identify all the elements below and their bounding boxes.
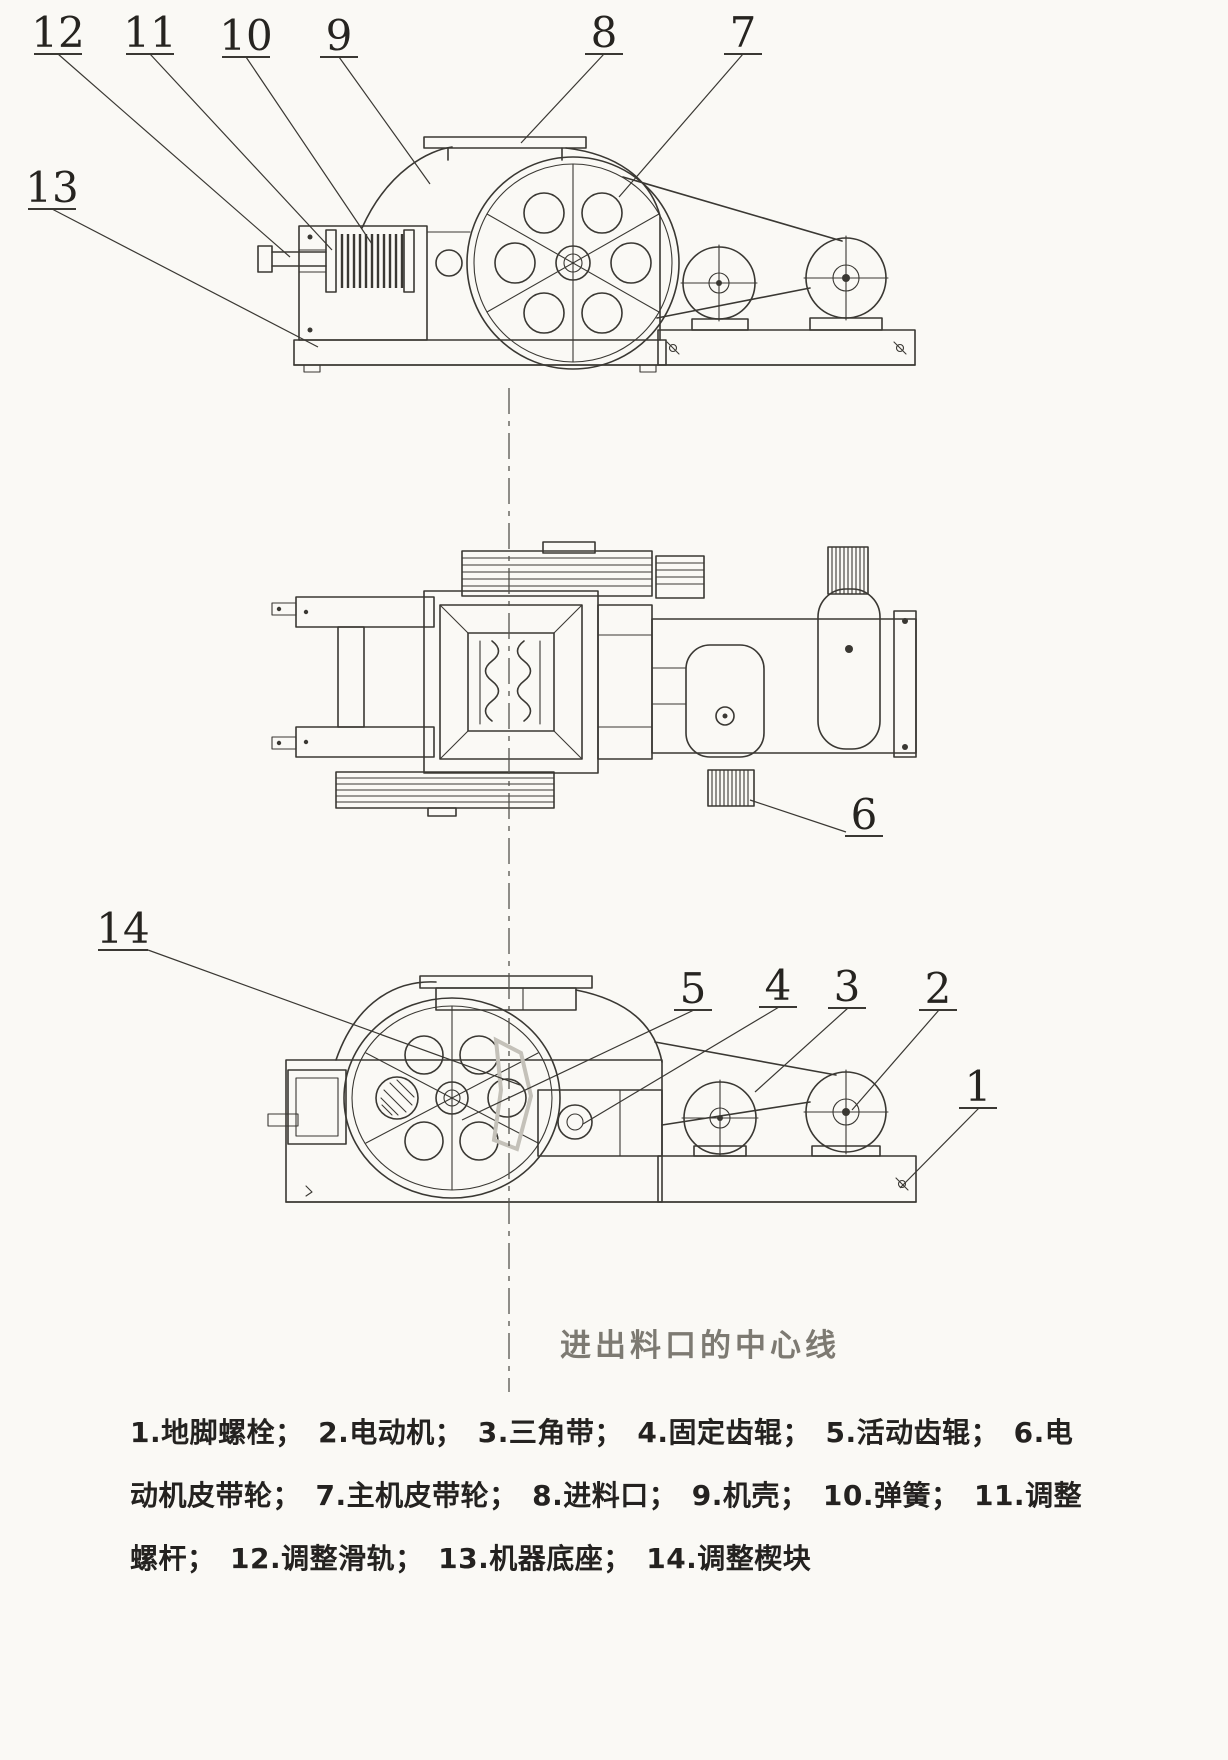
motor-pulley: [681, 1079, 759, 1157]
callout-10: 10: [219, 11, 373, 245]
feed-inlet: [419, 975, 593, 1011]
machine-base: [293, 329, 916, 373]
legend-line-2: 动机皮带轮； 7.主机皮带轮； 8.进料口； 9.机壳； 10.弹簧； 11.调…: [130, 1479, 1082, 1512]
callout-13-number: 13: [25, 163, 78, 212]
callout-9: 9: [320, 11, 431, 185]
movable-roller: [479, 640, 500, 725]
bearing-block: [267, 1069, 347, 1145]
callout-5-number: 5: [680, 964, 707, 1013]
motor: [685, 588, 881, 758]
anchor-bolt: [895, 1177, 909, 1191]
legend-line-3: 螺杆； 12.调整滑轨； 13.机器底座； 14.调整楔块: [130, 1542, 811, 1575]
callout-10-number: 10: [219, 11, 272, 60]
casing: [335, 981, 663, 1063]
main-pulley: [461, 541, 653, 597]
v-belt: [622, 176, 843, 319]
bearing-bolt: [435, 249, 463, 277]
legend-line-1: 1.地脚螺栓； 2.电动机； 3.三角带； 4.固定齿辊； 5.活动齿辊； 6.…: [130, 1416, 1073, 1449]
adjusting-slide: [298, 225, 428, 341]
center-line: 进出料口的中心线: [508, 388, 840, 1392]
callout-9-number: 9: [326, 11, 353, 60]
plan-view: [271, 541, 917, 817]
callout-1: 1: [899, 1062, 997, 1189]
callout-12-number: 12: [31, 8, 84, 57]
anchor-bolt: [666, 341, 907, 355]
adjusting-screw: [257, 245, 327, 273]
callout-11: 11: [123, 8, 333, 251]
callout-2: 2: [851, 964, 957, 1111]
callout-13: 13: [25, 163, 319, 348]
callout-1-number: 1: [965, 1062, 992, 1111]
motor: [803, 235, 889, 331]
adjusting-wedge: [491, 1036, 534, 1152]
callout-3-number: 3: [834, 962, 861, 1011]
callout-2-number: 2: [925, 964, 952, 1013]
legend: 1.地脚螺栓； 2.电动机； 3.三角带； 4.固定齿辊； 5.活动齿辊； 6.…: [130, 1416, 1082, 1575]
feed-inlet: [423, 136, 587, 161]
callout-3: 3: [754, 962, 866, 1093]
fixed-roller: [516, 640, 541, 725]
callout-14-number: 14: [96, 904, 149, 953]
motor-pulley: [680, 244, 758, 331]
v-belt: [654, 1041, 837, 1126]
callout-4: 4: [582, 961, 797, 1125]
front-view: [257, 136, 916, 373]
motor: [803, 1069, 889, 1157]
spring: [325, 229, 415, 293]
main-pulley: [343, 997, 561, 1199]
callout-7: 7: [618, 8, 762, 198]
callout-6: 6: [749, 790, 883, 839]
main-pulley: [466, 156, 680, 370]
main-pulley: [335, 771, 555, 817]
callout-8: 8: [520, 8, 623, 144]
callout-11-number: 11: [123, 8, 176, 57]
motor-pulley: [707, 769, 755, 807]
adjusting-slide: [271, 596, 435, 758]
motor-pulley: [827, 546, 869, 595]
centerline-label: 进出料口的中心线: [560, 1328, 840, 1364]
callout-12: 12: [31, 8, 291, 258]
pulley-section: [655, 555, 705, 599]
fixed-roller: [537, 1089, 663, 1157]
callout-4-number: 4: [765, 961, 792, 1010]
callout-8-number: 8: [591, 8, 618, 57]
callout-14: 14: [96, 904, 521, 1086]
callout-5: 5: [461, 964, 712, 1121]
callout-7-number: 7: [730, 8, 757, 57]
callouts: 12 11 10 9 8 7: [25, 8, 997, 1189]
motor-frame: [651, 610, 917, 758]
callout-6-number: 6: [851, 790, 878, 839]
bearing-block: [597, 604, 653, 760]
feed-inlet: [423, 590, 599, 774]
side-view: [267, 975, 917, 1203]
